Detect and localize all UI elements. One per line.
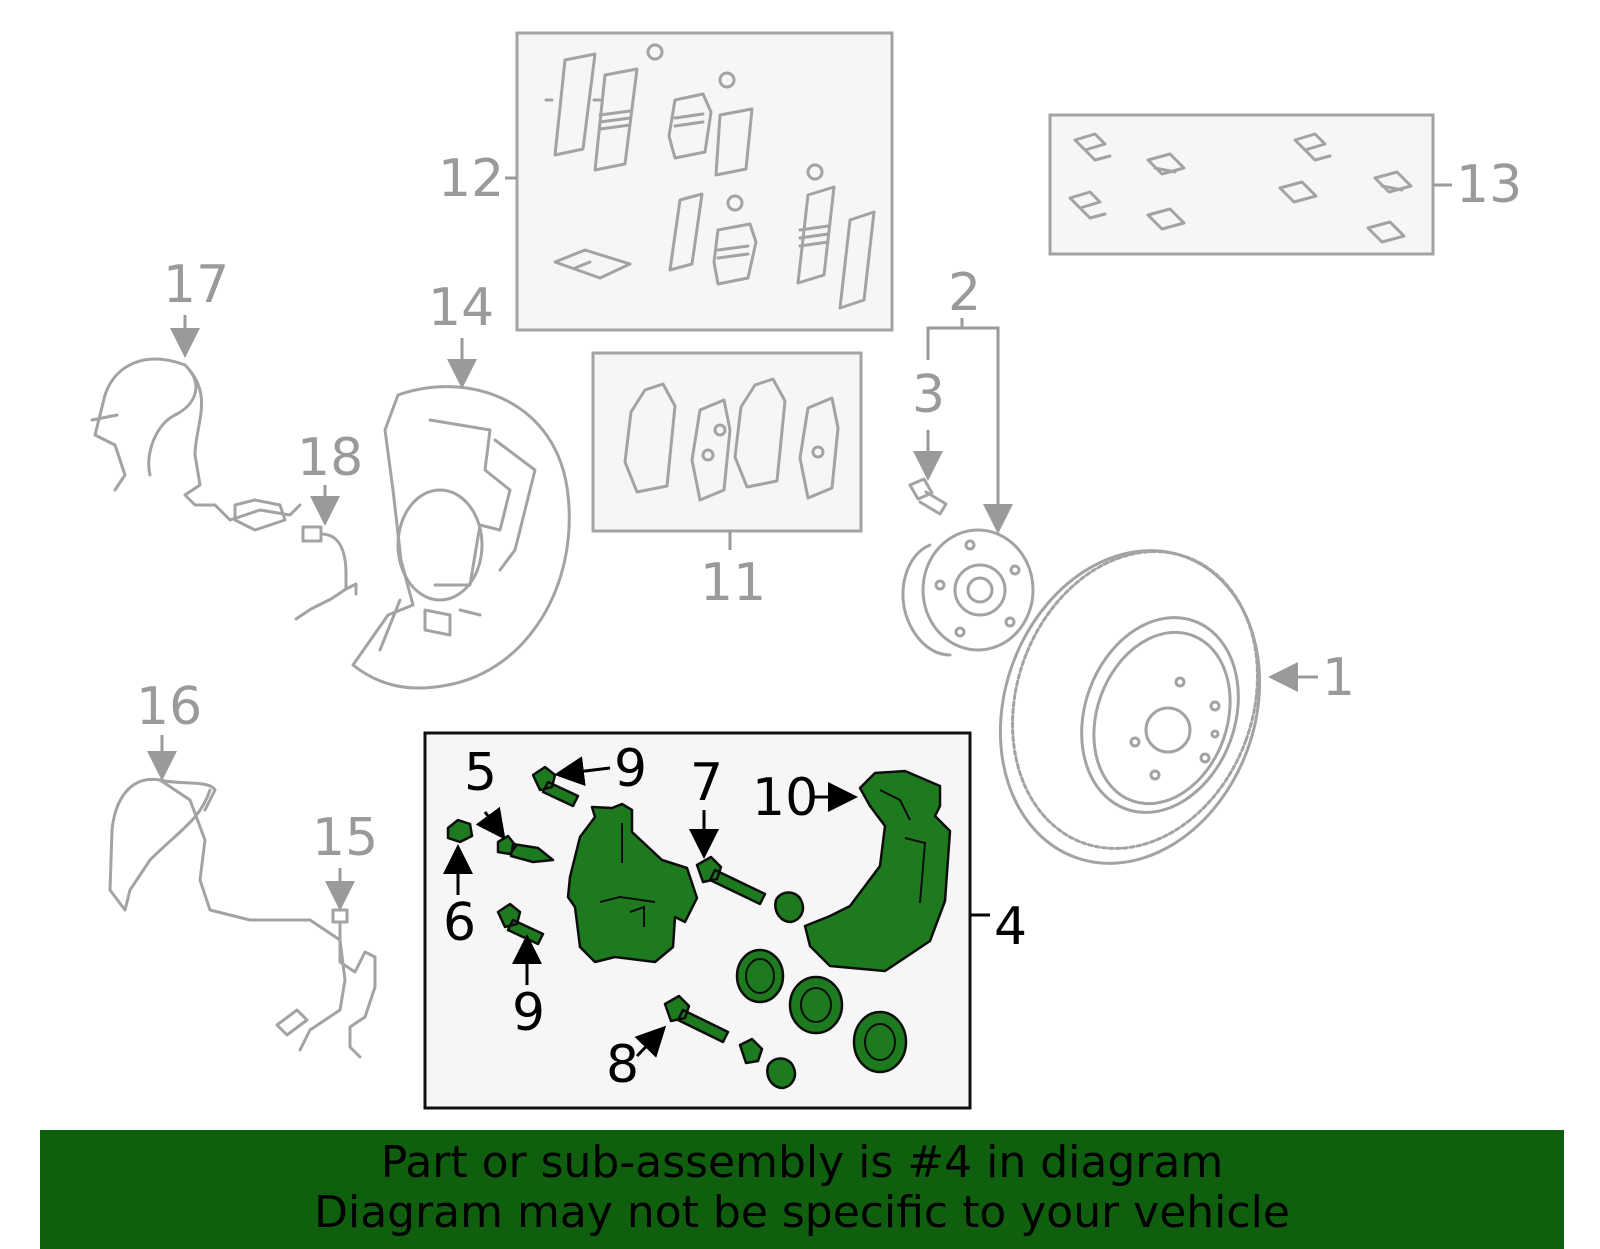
caliper-pistons-and-boots — [735, 948, 908, 1074]
callout-6: 6 — [443, 893, 476, 953]
part-13-clip-set-box[interactable]: 13 — [1048, 113, 1522, 256]
part-7-guide-pin[interactable]: 7 — [689, 753, 805, 924]
part-2-wheel-hub[interactable]: 2 — [901, 263, 1035, 657]
part-17-sensor-harness[interactable]: 17 — [90, 255, 302, 532]
callout-13: 13 — [1456, 155, 1522, 215]
info-banner: Part or sub-assembly is #4 in diagram Di… — [40, 1130, 1564, 1249]
callout-15: 15 — [312, 808, 378, 868]
part-3-hub-bolt[interactable]: 3 — [908, 365, 948, 516]
callout-9-upper: 9 — [614, 739, 647, 799]
callout-17: 17 — [163, 255, 229, 315]
part-18-speed-sensor[interactable]: 18 — [294, 428, 363, 621]
part-4-caliper-assembly[interactable]: 4 10 9 5 6 — [423, 731, 1027, 1110]
callout-16: 16 — [136, 677, 202, 737]
callout-14: 14 — [428, 278, 494, 338]
callout-2: 2 — [948, 263, 981, 323]
callout-3: 3 — [912, 365, 945, 425]
part-6-bleeder-cap[interactable]: 6 — [443, 818, 476, 953]
callout-4: 4 — [994, 897, 1027, 957]
part-15-speed-sensor[interactable]: 15 — [312, 808, 378, 1059]
callout-11: 11 — [700, 553, 766, 613]
part-14-dust-shield[interactable]: 14 — [351, 278, 571, 690]
callout-18: 18 — [297, 428, 363, 488]
banner-line-2: Diagram may not be specific to your vehi… — [314, 1187, 1290, 1238]
callout-7: 7 — [690, 753, 723, 813]
callout-12: 12 — [438, 149, 504, 209]
part-8-guide-pin[interactable]: 8 — [606, 994, 797, 1095]
part-5-bleeder-screw[interactable]: 5 — [464, 743, 555, 864]
part-11-brake-pads-box[interactable]: 11 — [591, 351, 863, 613]
callout-5: 5 — [464, 743, 497, 803]
caliper-housing — [566, 802, 699, 964]
part-16-sensor-harness[interactable]: 16 — [108, 677, 347, 1052]
part-10-caliper-bracket[interactable]: 10 — [752, 768, 952, 973]
callout-10: 10 — [752, 768, 818, 828]
callout-8: 8 — [606, 1035, 639, 1095]
banner-line-1: Part or sub-assembly is #4 in diagram — [380, 1137, 1224, 1188]
part-9-bolt-upper[interactable]: 9 — [531, 739, 647, 808]
callout-1: 1 — [1322, 648, 1355, 708]
callout-9-lower: 9 — [512, 983, 545, 1043]
part-9-bolt-lower[interactable]: 9 — [496, 902, 545, 1043]
part-12-pad-set-box[interactable]: 12 — [438, 31, 894, 332]
part-1-brake-rotor[interactable]: 1 — [958, 514, 1355, 900]
